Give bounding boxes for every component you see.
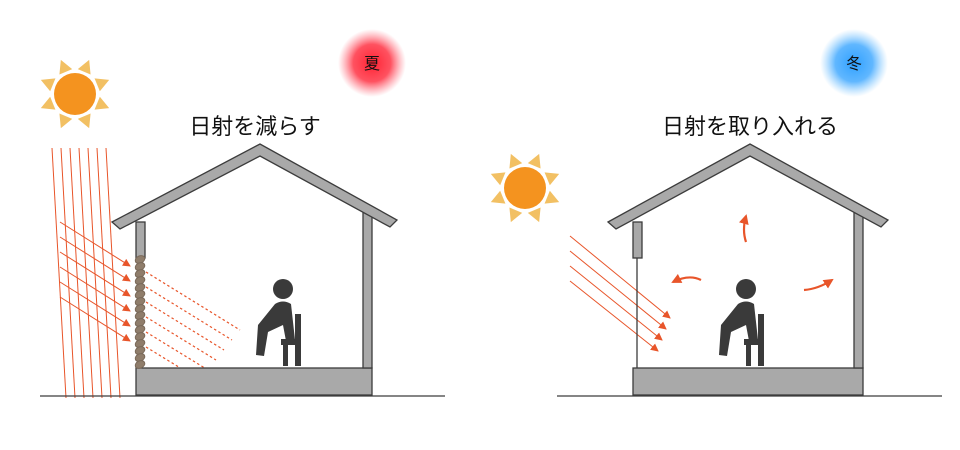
sun-ray — [77, 113, 91, 129]
summer-vertical-rays — [51, 147, 121, 399]
summer-badge-label: 夏 — [364, 54, 380, 73]
sun-ray — [490, 172, 506, 186]
screen-link — [134, 360, 146, 369]
sun-ray — [40, 96, 56, 110]
winter-caption: 日射を取り入れる — [662, 115, 838, 140]
sun-disc — [54, 73, 96, 115]
summer-blocked-rays — [59, 221, 131, 342]
winter-badge-label: 冬 — [846, 54, 862, 73]
shading-screen-icon — [134, 255, 146, 369]
sun-ray — [77, 59, 91, 75]
sun-icon — [40, 59, 110, 129]
sun-ray — [544, 190, 560, 204]
sun-ray — [94, 96, 110, 110]
seated-person-icon — [719, 279, 764, 366]
house-icon — [40, 143, 445, 397]
sun-icon — [490, 153, 560, 223]
winter-badge: 冬 — [820, 29, 888, 97]
sun-ray — [527, 153, 541, 169]
summer-badge: 夏 — [338, 29, 406, 97]
winter-panel: 冬 日射を取り入れる — [490, 29, 942, 397]
sun-ray — [59, 59, 73, 75]
sun-ray — [509, 153, 523, 169]
sun-ray — [490, 190, 506, 204]
summer-caption: 日射を減らす — [189, 115, 321, 140]
sun-ray — [59, 113, 73, 129]
sun-ray — [509, 207, 523, 223]
sun-disc — [504, 167, 546, 209]
summer-filtered-rays — [145, 271, 241, 381]
winter-incoming-rays — [569, 235, 671, 352]
sun-ray — [544, 172, 560, 186]
summer-panel: 夏 日射を減らす — [40, 29, 445, 399]
sun-ray — [527, 207, 541, 223]
warm-air-arrow-icon — [671, 214, 834, 292]
house-icon — [557, 143, 942, 397]
seated-person-icon — [256, 279, 301, 366]
sun-ray — [94, 78, 110, 92]
sun-ray — [40, 78, 56, 92]
